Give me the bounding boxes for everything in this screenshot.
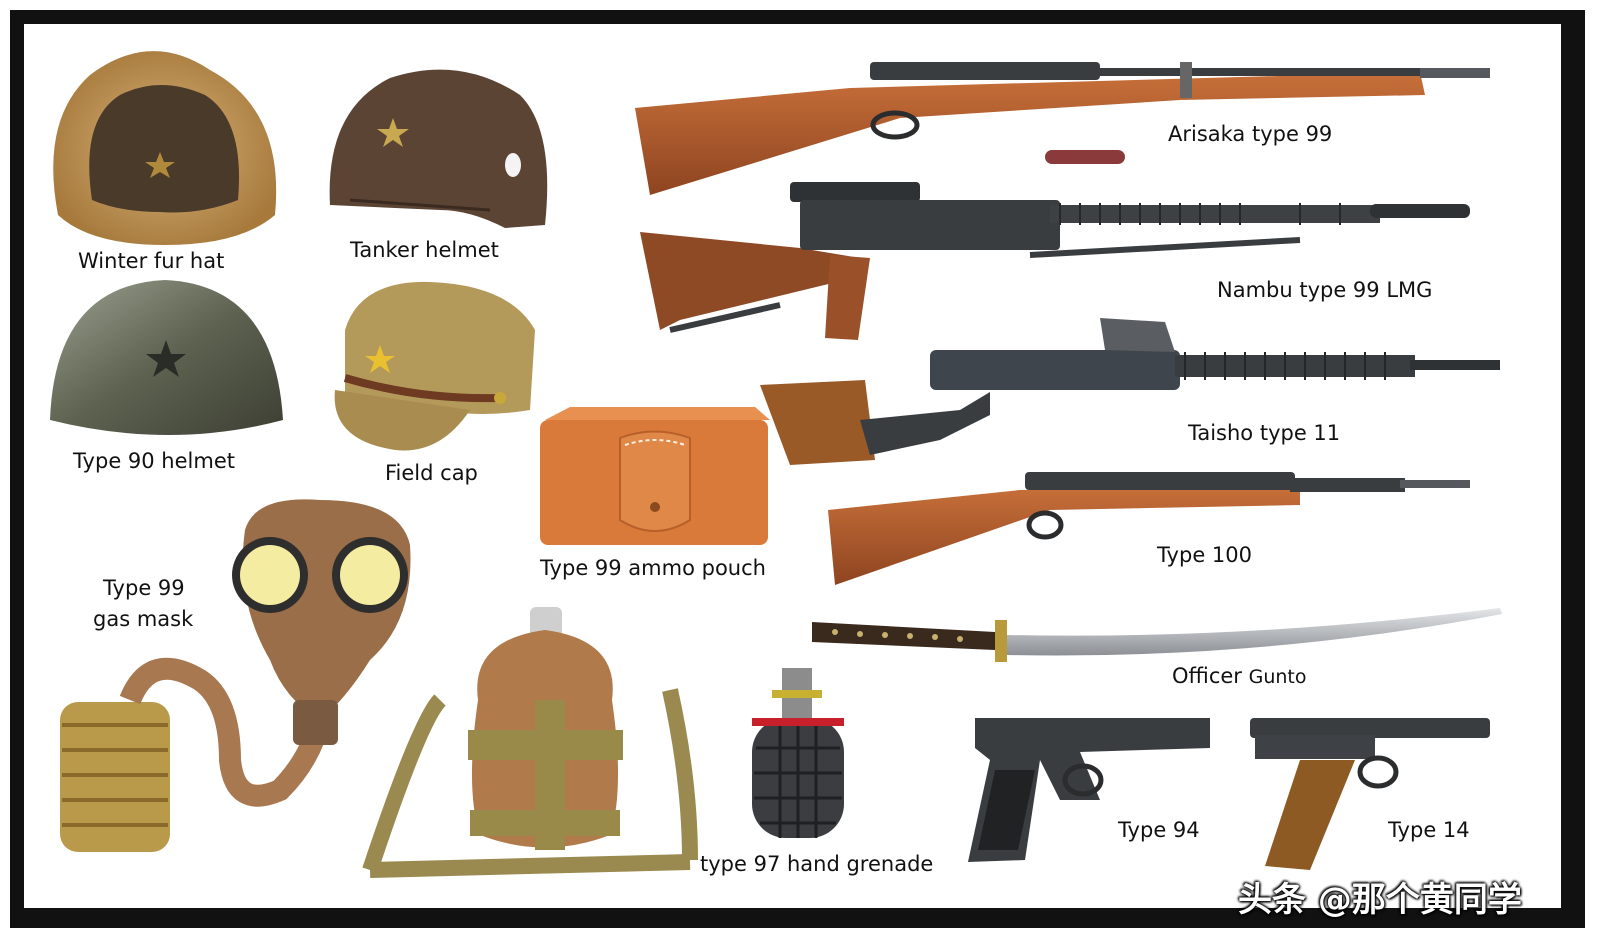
label-type90-helmet: Type 90 helmet [73,449,235,473]
field-cap-image [334,281,535,451]
watermark: 头条 @那个黄同学 [1238,880,1522,920]
label-type94: Type 94 [1118,818,1200,842]
winter-fur-hat-image [53,51,277,246]
label-type100: Type 100 [1157,543,1252,567]
label-gunto: Gunto [1248,666,1307,688]
label-grenade: type 97 hand grenade [700,852,934,876]
label-officer: Officer [1172,664,1242,688]
officer-gunto-image [812,608,1502,662]
label-gas-mask-line2: gas mask [93,607,194,631]
arisaka-rifle-image [635,62,1490,195]
label-tanker-helmet: Tanker helmet [350,238,499,262]
label-field-cap: Field cap [385,461,478,485]
canteen-image [362,607,698,878]
label-taisho: Taisho type 11 [1188,421,1341,445]
label-nambu-lmg: Nambu type 99 LMG [1217,278,1433,302]
taisho-type11-image [760,318,1500,465]
label-type14: Type 14 [1388,818,1470,842]
gas-mask-image [60,499,411,852]
type100-smg-image [828,472,1470,585]
tanker-helmet-image [329,69,548,228]
label-arisaka: Arisaka type 99 [1168,122,1333,146]
type14-pistol-image [1250,718,1490,870]
label-gas-mask-line1: Type 99 [103,576,185,600]
label-officer-gunto: Officer Gunto [1172,663,1307,690]
label-winter-fur-hat: Winter fur hat [78,249,225,273]
nambu-lmg-image [640,150,1470,340]
grenade-image [752,668,844,838]
label-ammo-pouch: Type 99 ammo pouch [540,556,766,580]
type94-pistol-image [968,718,1210,862]
ammo-pouch-image [540,407,770,545]
type90-helmet-image [50,280,283,435]
